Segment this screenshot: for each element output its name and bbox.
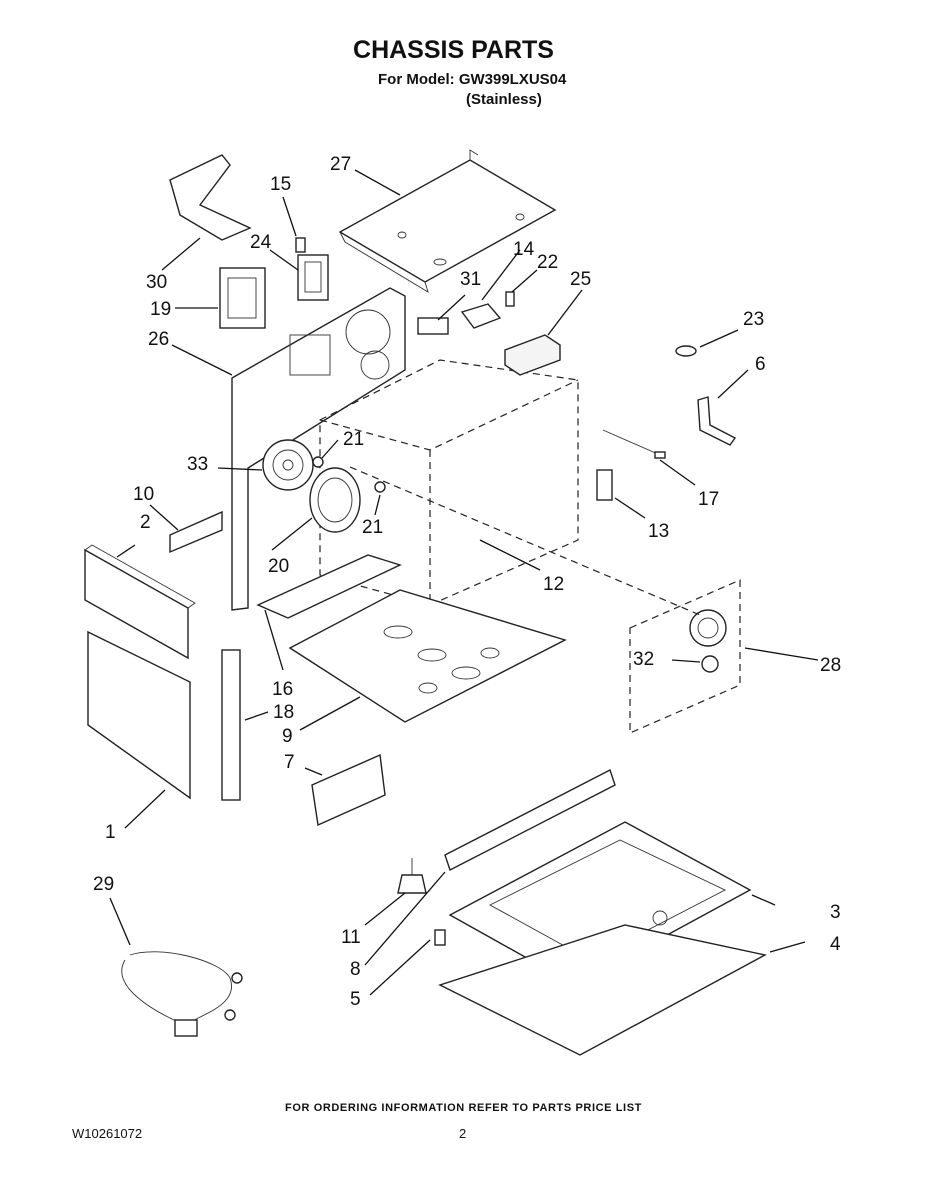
page-number: 2 bbox=[459, 1126, 467, 1141]
part-25-control-box bbox=[504, 334, 561, 376]
callout-33: 33 bbox=[187, 454, 208, 475]
finish-line: (Stainless) bbox=[466, 91, 542, 108]
callout-26: 26 bbox=[148, 329, 169, 350]
callout-7: 7 bbox=[284, 752, 295, 773]
callout-leaders bbox=[109, 169, 819, 996]
callout-17: 17 bbox=[698, 489, 719, 510]
part-14-igniter bbox=[460, 303, 502, 329]
callout-5: 5 bbox=[350, 989, 361, 1010]
part-26-rear-panel bbox=[231, 287, 406, 611]
callout-29: 29 bbox=[93, 874, 114, 895]
part-23-clip bbox=[675, 345, 697, 357]
callout-20: 20 bbox=[268, 556, 289, 577]
callout-23: 23 bbox=[743, 309, 764, 330]
part-10-bracket bbox=[169, 510, 223, 554]
document-number: W10261072 bbox=[72, 1126, 143, 1141]
oven-cavity bbox=[319, 359, 579, 606]
callout-labels: 1 2 3 4 5 6 7 8 9 10 11 12 13 14 15 16 1… bbox=[93, 154, 841, 1010]
part-2-kick-panel bbox=[84, 544, 196, 660]
callout-13: 13 bbox=[648, 521, 669, 542]
part-17-temperature-sensor bbox=[602, 429, 666, 459]
part-27-top-panel bbox=[338, 149, 557, 293]
part-4-bottom-panel bbox=[438, 924, 768, 1056]
part-11-leveling-leg bbox=[397, 858, 427, 894]
callout-19: 19 bbox=[150, 299, 171, 320]
callout-16: 16 bbox=[272, 679, 293, 700]
callout-4: 4 bbox=[830, 934, 841, 955]
part-32-light-bulb bbox=[701, 655, 719, 673]
model-line: For Model: GW399LXUS04 bbox=[378, 71, 567, 88]
part-19-duct bbox=[219, 267, 266, 329]
callout-32: 32 bbox=[633, 649, 654, 670]
ordering-note: FOR ORDERING INFORMATION REFER TO PARTS … bbox=[285, 1102, 642, 1114]
part-33-convection-fan bbox=[262, 439, 314, 491]
callout-2: 2 bbox=[140, 512, 151, 533]
callout-11: 11 bbox=[341, 927, 361, 948]
callout-14: 14 bbox=[513, 239, 535, 260]
callout-21-lower: 21 bbox=[362, 517, 383, 538]
page-title: CHASSIS PARTS bbox=[353, 36, 554, 64]
part-7-bracket bbox=[311, 753, 386, 827]
callout-6: 6 bbox=[755, 354, 766, 375]
callout-27: 27 bbox=[330, 154, 351, 175]
part-31-switch bbox=[417, 317, 449, 335]
part-28-oven-light-assembly bbox=[349, 466, 741, 734]
callout-31: 31 bbox=[460, 269, 481, 290]
part-22-screw bbox=[505, 291, 515, 307]
callout-28: 28 bbox=[820, 655, 841, 676]
part-13-terminal-block bbox=[596, 469, 613, 501]
part-21-screws bbox=[312, 456, 386, 493]
part-9-oven-bottom bbox=[288, 589, 567, 723]
part-29-power-cord bbox=[121, 951, 243, 1037]
callout-1: 1 bbox=[105, 822, 116, 843]
callout-24: 24 bbox=[250, 232, 272, 253]
part-1-side-panel bbox=[87, 630, 191, 800]
callout-8: 8 bbox=[350, 959, 361, 980]
part-5-leveler-screw bbox=[434, 929, 446, 946]
part-6-bracket bbox=[697, 396, 737, 446]
part-18-seal-strip bbox=[221, 649, 241, 801]
part-15-screw bbox=[295, 237, 306, 253]
callout-22: 22 bbox=[537, 252, 558, 273]
part-30-deflector bbox=[169, 154, 252, 241]
callout-18: 18 bbox=[273, 702, 294, 723]
callout-25: 25 bbox=[570, 269, 591, 290]
callout-9: 9 bbox=[282, 726, 293, 747]
part-24-bracket bbox=[297, 254, 329, 301]
callout-3: 3 bbox=[830, 902, 841, 923]
callout-12: 12 bbox=[543, 574, 564, 595]
part-20-fan-cover bbox=[309, 467, 361, 533]
callout-30: 30 bbox=[146, 272, 167, 293]
part-16-heat-shield bbox=[256, 554, 402, 619]
callout-15: 15 bbox=[270, 174, 291, 195]
part-8-front-trim bbox=[444, 769, 616, 871]
callout-10: 10 bbox=[133, 484, 154, 505]
callout-21-upper: 21 bbox=[343, 429, 364, 450]
